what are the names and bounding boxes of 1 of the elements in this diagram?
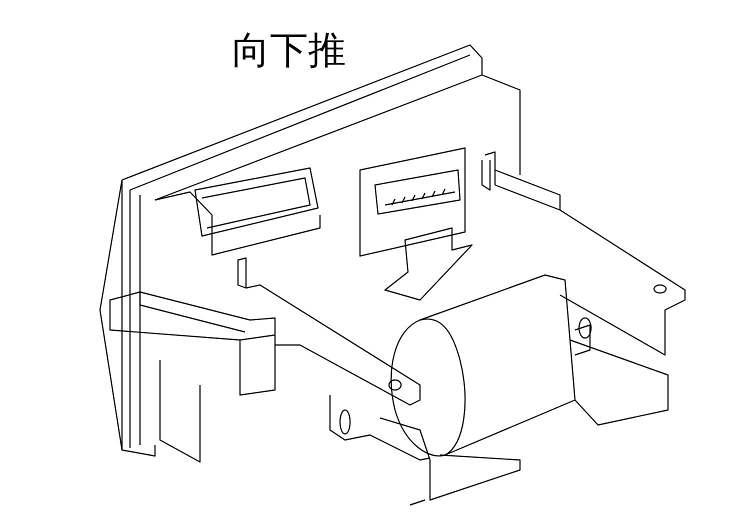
annotation-text: 向下推 (232, 30, 346, 72)
